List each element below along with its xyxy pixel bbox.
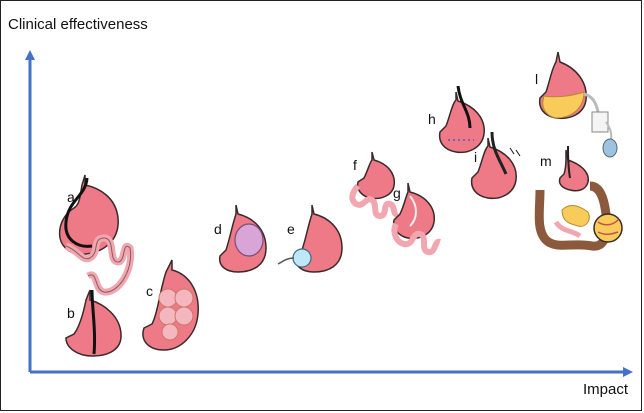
label-l: l [535,71,538,87]
label-e: e [287,221,295,237]
stomach-c-illustration [143,260,198,350]
label-h: h [428,111,436,127]
stomach-e-illustration [278,205,342,272]
label-c: c [146,283,153,299]
label-b: b [67,305,75,321]
stomach-b-illustration [66,290,121,356]
label-m: m [540,153,552,169]
stomach-d-illustration [220,205,266,272]
label-d: d [214,221,222,237]
stomach-h-illustration [440,86,485,152]
label-f: f [353,157,357,173]
label-a: a [67,189,75,205]
label-g: g [393,185,401,201]
label-i: i [474,149,477,165]
stomach-l-illustration [540,52,617,157]
stomach-f-illustration [352,152,398,216]
